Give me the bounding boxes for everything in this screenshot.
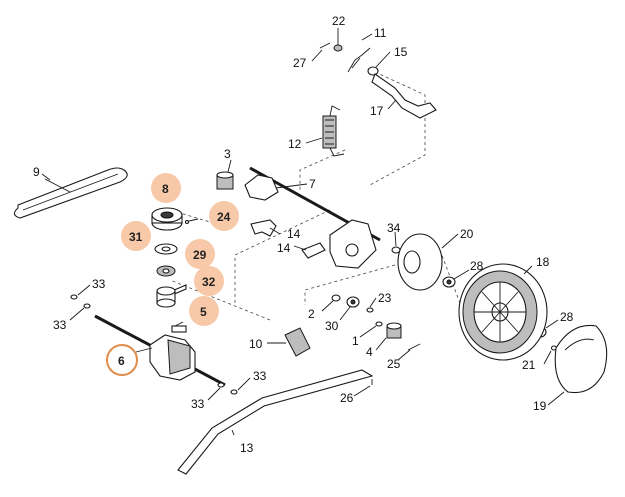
label-2: 2	[308, 307, 315, 321]
part-15-knob[interactable]	[367, 66, 379, 76]
part-8-pulley[interactable]	[151, 207, 183, 231]
label-25: 25	[387, 357, 401, 371]
label-9: 9	[33, 165, 40, 179]
part-1-washer[interactable]	[375, 321, 383, 327]
label-11: 11	[374, 26, 387, 40]
label-32: 32	[202, 275, 216, 289]
part-5-bushing[interactable]	[156, 286, 176, 308]
label-7: 7	[309, 177, 316, 191]
label-29: 29	[193, 248, 207, 262]
label-34: 34	[387, 221, 401, 235]
part-12-spring[interactable]	[322, 105, 345, 157]
label-33a: 33	[92, 277, 106, 291]
label-12: 12	[288, 137, 302, 151]
part-17-lever[interactable]	[371, 73, 437, 119]
label-31: 31	[129, 230, 143, 244]
part-33-washers[interactable]	[70, 294, 238, 395]
label-28b: 28	[560, 310, 574, 324]
label-19: 19	[533, 399, 547, 413]
part-25-screw[interactable]	[407, 343, 421, 351]
label-1: 1	[352, 334, 359, 348]
part-9-drive-belt[interactable]	[13, 167, 128, 219]
label-22: 22	[332, 14, 346, 28]
part-19-hubcap[interactable]	[554, 324, 608, 394]
label-14a: 14	[287, 227, 301, 241]
part-7-bracket[interactable]	[329, 219, 377, 269]
label-33c: 33	[253, 369, 267, 383]
part-23-pin[interactable]	[366, 307, 374, 313]
label-10: 10	[249, 337, 263, 351]
part-10-plate[interactable]	[284, 327, 311, 357]
label-leaders	[41, 28, 565, 436]
label-18: 18	[536, 255, 550, 269]
label-17: 17	[370, 104, 384, 118]
label-30: 30	[325, 319, 339, 333]
label-23: 23	[378, 291, 392, 305]
label-5: 5	[200, 305, 207, 319]
part-3-gear[interactable]	[216, 171, 234, 190]
part-29-bearing[interactable]	[156, 265, 176, 277]
part-30-washer[interactable]	[346, 296, 360, 308]
label-33b: 33	[53, 318, 67, 332]
part-4-pinion[interactable]	[386, 322, 402, 339]
label-13: 13	[240, 441, 254, 455]
label-21: 21	[522, 358, 536, 372]
highlight-markers	[106, 173, 239, 376]
label-33d: 33	[191, 397, 205, 411]
part-18-wheel[interactable]	[458, 263, 548, 361]
part-13-handle[interactable]	[177, 369, 374, 475]
label-14b: 14	[277, 241, 291, 255]
part-6-gearbox[interactable]	[94, 314, 226, 387]
part-31-washer[interactable]	[154, 243, 178, 255]
label-28a: 28	[470, 259, 484, 273]
part-11-spring-clip[interactable]	[347, 47, 371, 73]
label-24: 24	[217, 210, 231, 224]
label-26: 26	[340, 391, 354, 405]
label-27: 27	[293, 56, 307, 70]
label-15: 15	[394, 45, 408, 59]
label-3: 3	[224, 147, 231, 161]
label-8: 8	[162, 182, 169, 196]
label-6: 6	[118, 354, 125, 368]
part-20-cover[interactable]	[397, 233, 443, 291]
part-labels: 22 11 15 27 17 12 3 7 9 8 24 31 29 32 5 …	[33, 14, 574, 455]
label-4: 4	[366, 345, 373, 359]
part-22-nut[interactable]	[333, 44, 343, 52]
part-2-washer[interactable]	[331, 294, 341, 302]
part-27-pin[interactable]	[319, 42, 331, 49]
part-24-pin[interactable]	[184, 218, 199, 225]
part-14-clips[interactable]	[250, 219, 326, 259]
label-20: 20	[460, 227, 474, 241]
